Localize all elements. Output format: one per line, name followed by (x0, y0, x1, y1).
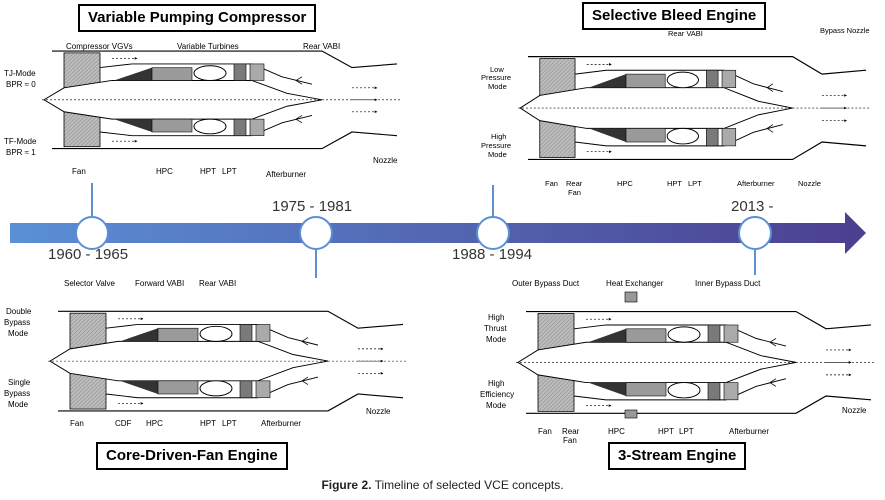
label-fan: Fan (72, 167, 86, 176)
label-bypass-double: Bypass (4, 318, 30, 327)
label-heat-exchanger: Heat Exchanger (606, 279, 664, 288)
title-selective-bleed-engine: Selective Bleed Engine (582, 2, 767, 30)
diagram-variable-pumping-compressor: Compressor VGVs Variable Turbines Rear V… (4, 42, 402, 179)
label-mode-low: Mode (488, 82, 507, 91)
label-lpt: LPT (222, 167, 237, 176)
label-rear-vabi: Rear VABI (303, 42, 340, 51)
label-high-thrust-2: Thrust (484, 324, 507, 333)
year-2013: 2013 - (731, 198, 774, 215)
label-bpr-1: BPR ≈ 1 (6, 148, 36, 157)
title-3-stream-engine: 3-Stream Engine (608, 442, 747, 470)
label-outer-bypass-duct: Outer Bypass Duct (512, 279, 580, 288)
title-core-driven-fan-engine: Core-Driven-Fan Engine (96, 442, 288, 470)
label-mode-high: Mode (488, 150, 507, 159)
label-fan: Fan (545, 179, 558, 188)
label-nozzle: Nozzle (798, 179, 821, 188)
timeline-arrow (10, 212, 866, 254)
diagram-core-driven-fan-engine: Selector Valve Forward VABI Rear VABI Do… (4, 279, 408, 428)
label-forward-vabi: Forward VABI (135, 279, 184, 288)
milestone-2013 (738, 216, 772, 250)
label-afterburner: Afterburner (737, 179, 775, 188)
label-nozzle: Nozzle (366, 407, 391, 416)
label-bpr-0: BPR ≈ 0 (6, 80, 36, 89)
label-lpt: LPT (688, 179, 702, 188)
label-compressor-vgvs: Compressor VGVs (66, 42, 133, 51)
label-hpt: HPT (200, 419, 216, 428)
label-hpc: HPC (146, 419, 163, 428)
label-pressure-low: Pressure (481, 73, 511, 82)
label-high-efficiency-1: High (488, 379, 504, 388)
label-nozzle: Nozzle (842, 406, 867, 415)
label-hpc: HPC (617, 179, 633, 188)
label-rear-vabi: Rear VABI (668, 29, 703, 38)
label-rear-fan-2: Fan (568, 188, 581, 197)
label-high-thrust-1: High (488, 313, 504, 322)
label-cdf: CDF (115, 419, 132, 428)
caption-text: Timeline of selected VCE concepts. (371, 478, 564, 492)
label-single: Single (8, 378, 31, 387)
year-1960-1965: 1960 - 1965 (48, 246, 129, 263)
year-1988-1994: 1988 - 1994 (452, 246, 533, 263)
milestone-1960 (75, 216, 109, 250)
label-tj-mode: TJ-Mode (4, 69, 36, 78)
heat-exchanger-block (624, 291, 638, 303)
label-high: High (491, 132, 506, 141)
label-mode-double: Mode (8, 329, 29, 338)
label-nozzle: Nozzle (373, 156, 398, 165)
label-inner-bypass-duct: Inner Bypass Duct (695, 279, 761, 288)
label-afterburner: Afterburner (261, 419, 301, 428)
title-variable-pumping-compressor: Variable Pumping Compressor (78, 4, 317, 32)
label-pressure-high: Pressure (481, 141, 511, 150)
milestone-1988 (476, 216, 510, 250)
label-variable-turbines: Variable Turbines (177, 42, 239, 51)
year-1975-1981: 1975 - 1981 (272, 198, 353, 215)
label-rear-fan-1: Rear (566, 179, 583, 188)
label-high-efficiency-2: Efficiency (480, 390, 514, 399)
label-tf-mode: TF-Mode (4, 137, 37, 146)
label-fan: Fan (70, 419, 84, 428)
label-high-thrust-3: Mode (486, 335, 507, 344)
caption-figure-number: Figure 2. (321, 478, 372, 492)
label-afterburner: Afterburner (729, 427, 769, 436)
label-afterburner: Afterburner (266, 170, 306, 179)
label-rear-fan-2: Fan (563, 436, 577, 445)
label-hpc: HPC (608, 427, 625, 436)
milestone-1975 (299, 216, 333, 250)
label-lpt: LPT (222, 419, 237, 428)
label-rear-fan-1: Rear (562, 427, 580, 436)
timeline (10, 183, 866, 278)
label-rear-vabi: Rear VABI (199, 279, 236, 288)
figure-caption: Figure 2. Timeline of selected VCE conce… (0, 478, 885, 492)
label-low: Low (490, 65, 504, 74)
label-high-efficiency-3: Mode (486, 401, 507, 410)
label-mode-single: Mode (8, 400, 29, 409)
label-fan: Fan (538, 427, 552, 436)
diagram-selective-bleed-engine: Rear VABI Bypass Nozzle Low Pressure Mod… (481, 26, 871, 197)
label-hpt: HPT (658, 427, 674, 436)
diagram-3-stream-engine: Outer Bypass Duct Heat Exchanger Inner B… (480, 279, 876, 445)
label-bypass-single: Bypass (4, 389, 30, 398)
label-double: Double (6, 307, 32, 316)
label-bypass-nozzle: Bypass Nozzle (820, 26, 870, 35)
label-hpt: HPT (200, 167, 216, 176)
label-hpt: HPT (667, 179, 682, 188)
label-hpc: HPC (156, 167, 173, 176)
label-lpt: LPT (679, 427, 694, 436)
label-selector-valve: Selector Valve (64, 279, 116, 288)
